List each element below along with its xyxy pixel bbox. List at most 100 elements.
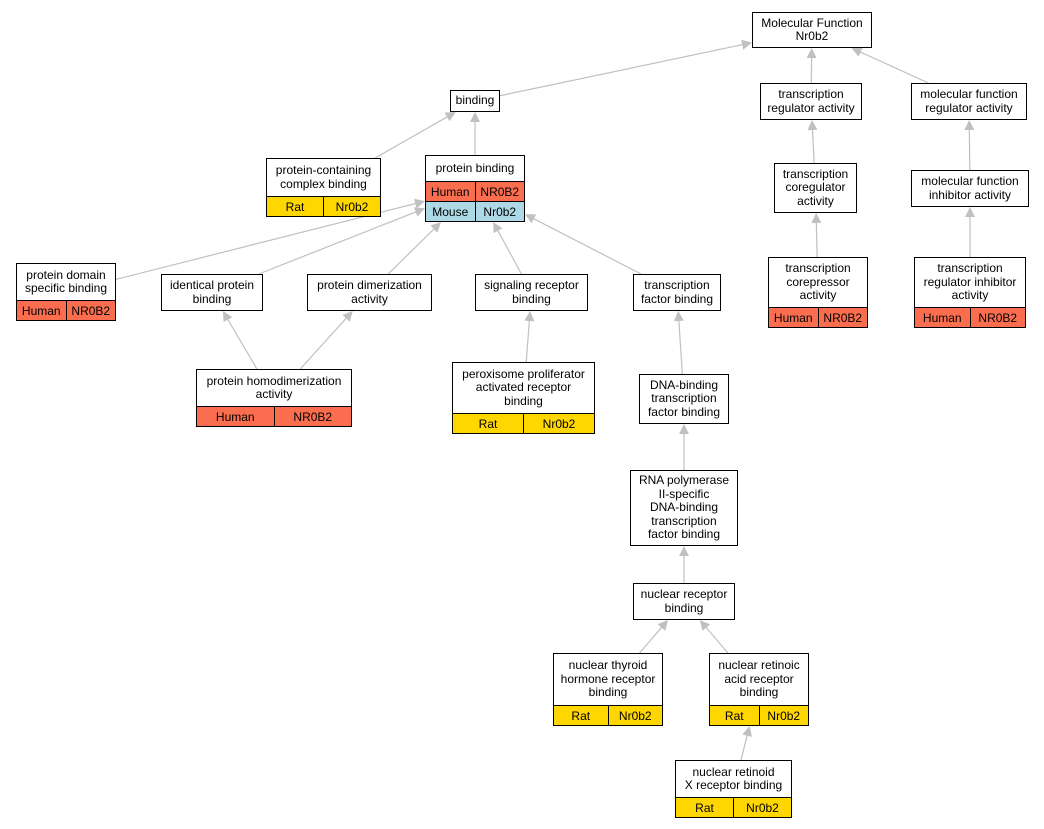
edge-protein-homodimerization-activity-to-protein-dimerization-activity <box>299 318 347 370</box>
edge-arrowhead <box>806 48 817 59</box>
edge-transcription-factor-binding-to-protein-binding <box>533 218 642 275</box>
edge-arrowhead <box>430 222 442 233</box>
gene-cell: NR0B2 <box>817 308 868 327</box>
go-term-molecular-function-inhibitor-activity[interactable]: molecular function inhibitor activity <box>911 170 1029 207</box>
edge-arrowhead <box>524 311 535 322</box>
edge-nuclear-retinoic-acid-receptor-binding-to-nuclear-receptor-binding <box>705 627 729 654</box>
species-cell: Human <box>773 310 813 325</box>
go-term-binding[interactable]: binding <box>450 90 500 112</box>
term-label: transcription factor binding <box>634 275 720 310</box>
term-label-text: Molecular Function Nr0b2 <box>761 15 863 43</box>
term-label-text: nuclear retinoic acid receptor binding <box>718 658 800 700</box>
term-label: transcription corepressor activity <box>769 258 867 307</box>
go-term-identical-protein-binding[interactable]: identical protein binding <box>161 274 263 311</box>
go-term-transcription-coregulator-activity[interactable]: transcription coregulator activity <box>774 163 857 213</box>
species-cell: Rat <box>478 416 498 431</box>
species-cell: Rat <box>724 708 744 723</box>
edge-transcription-corepressor-activity-to-transcription-coregulator-activity <box>815 222 818 258</box>
term-label-text: DNA-binding transcription factor binding <box>647 377 721 419</box>
go-term-transcription-regulator-inhibitor-activity[interactable]: transcription regulator inhibitor activi… <box>914 257 1026 328</box>
species-cell: Human <box>21 303 61 318</box>
term-label-text: transcription corepressor activity <box>785 261 851 303</box>
go-term-dna-binding-tf-binding[interactable]: DNA-binding transcription factor binding <box>639 374 729 424</box>
edge-arrowhead <box>525 214 537 224</box>
term-label: nuclear retinoid X receptor binding <box>676 761 791 797</box>
edge-arrowhead <box>657 620 669 631</box>
go-term-ppar-binding[interactable]: peroxisome proliferator activated recept… <box>452 362 595 434</box>
go-term-transcription-factor-binding[interactable]: transcription factor binding <box>633 274 721 311</box>
edge-signaling-receptor-binding-to-protein-binding <box>497 230 522 275</box>
term-label-text: protein binding <box>435 160 515 175</box>
gene-cell: NR0B2 <box>65 301 116 320</box>
term-label-text: RNA polymerase II-specific DNA-binding t… <box>638 473 730 542</box>
go-term-nuclear-receptor-binding[interactable]: nuclear receptor binding <box>633 583 735 620</box>
term-label: identical protein binding <box>162 275 262 310</box>
edge-arrowhead <box>444 112 456 122</box>
annotation-row: Human NR0B2 <box>426 181 524 201</box>
go-term-nuclear-thyroid-hormone-receptor-binding[interactable]: nuclear thyroid hormone receptor binding… <box>553 653 663 726</box>
term-label: protein binding <box>426 156 524 181</box>
term-label-text: protein dimerization activity <box>317 278 422 306</box>
edge-arrowhead <box>742 726 753 737</box>
term-label-text: nuclear thyroid hormone receptor binding <box>560 658 656 700</box>
term-label-text: nuclear receptor binding <box>640 587 728 615</box>
term-label: transcription regulator activity <box>761 84 861 119</box>
go-term-protein-dimerization-activity[interactable]: protein dimerization activity <box>307 274 432 311</box>
edge-arrowhead <box>699 620 711 631</box>
term-label-text: signaling receptor binding <box>484 278 579 306</box>
edge-arrowhead <box>741 39 752 50</box>
term-label: binding <box>451 91 499 111</box>
term-label-text: transcription regulator activity <box>767 87 855 115</box>
term-label-text: protein homodimerization activity <box>206 373 342 401</box>
term-label-text: binding <box>455 93 495 108</box>
term-label: DNA-binding transcription factor binding <box>640 375 728 423</box>
edge-transcription-coregulator-activity-to-transcription-regulator-activity <box>811 129 815 164</box>
edge-arrowhead <box>414 198 425 209</box>
species-cell: Human <box>430 184 470 199</box>
term-label: protein-containing complex binding <box>267 159 380 196</box>
term-label-text: transcription coregulator activity <box>782 166 849 208</box>
annotation-row: Rat Nr0b2 <box>267 196 380 216</box>
edge-arrowhead <box>811 213 822 224</box>
gene-cell: NR0B2 <box>969 308 1026 327</box>
species-cell: Human <box>215 409 255 424</box>
term-label: protein homodimerization activity <box>197 370 351 406</box>
edge-nuclear-retinoid-x-receptor-binding-to-nuclear-retinoic-acid-receptor-binding <box>740 735 748 761</box>
go-term-molecular-function-regulator-activity[interactable]: molecular function regulator activity <box>911 83 1027 120</box>
gene-cell: Nr0b2 <box>323 197 380 216</box>
go-term-signaling-receptor-binding[interactable]: signaling receptor binding <box>475 274 588 311</box>
edge-arrowhead <box>222 311 233 323</box>
edge-identical-protein-binding-to-protein-binding <box>258 211 416 275</box>
go-term-transcription-regulator-activity[interactable]: transcription regulator activity <box>760 83 862 120</box>
term-label: molecular function regulator activity <box>912 84 1026 119</box>
edge-arrowhead <box>807 120 818 131</box>
edge-molecular-function-regulator-activity-to-molecular-function <box>860 51 929 84</box>
term-label-text: nuclear retinoid X receptor binding <box>684 764 783 792</box>
edge-protein-dimerization-activity-to-protein-binding <box>387 228 435 275</box>
term-label-text: protein-containing complex binding <box>275 163 372 191</box>
term-label: transcription regulator inhibitor activi… <box>915 258 1025 307</box>
go-term-rna-pol-ii-tf-binding[interactable]: RNA polymerase II-specific DNA-binding t… <box>630 470 738 546</box>
term-label: nuclear receptor binding <box>634 584 734 619</box>
species-cell: Rat <box>285 199 305 214</box>
go-term-molecular-function[interactable]: Molecular Function Nr0b2 <box>752 12 872 48</box>
edge-arrowhead <box>470 112 480 122</box>
term-label: RNA polymerase II-specific DNA-binding t… <box>631 471 737 545</box>
term-label-text: protein domain specific binding <box>24 267 108 295</box>
gene-cell: NR0B2 <box>474 182 525 201</box>
term-label-text: transcription regulator inhibitor activi… <box>923 261 1017 303</box>
